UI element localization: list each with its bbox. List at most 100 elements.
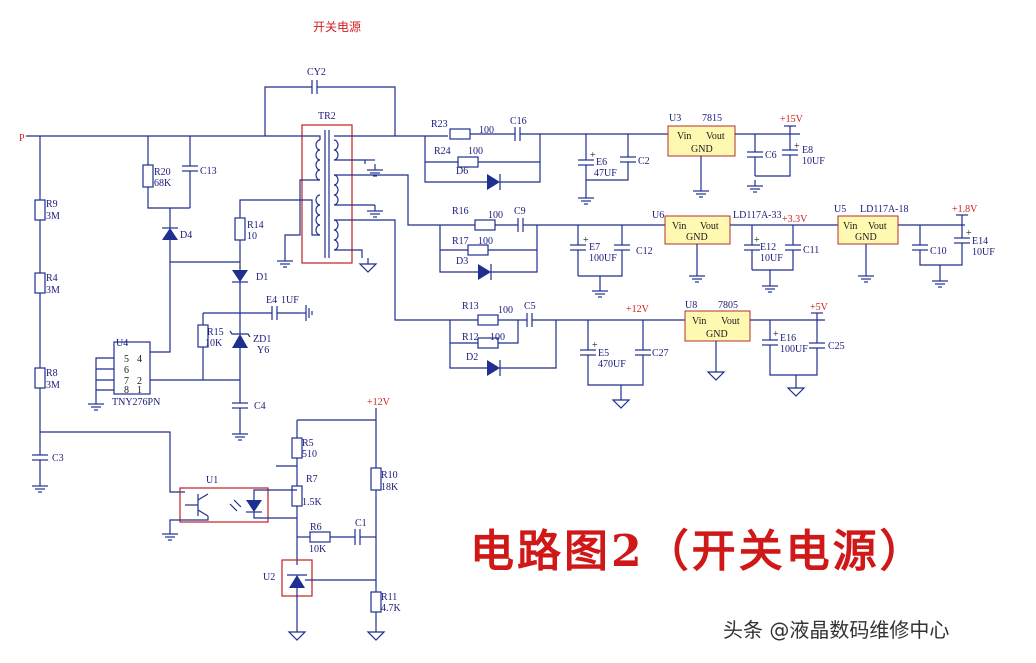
u3-label: U3 (669, 113, 681, 124)
u8-gnd: GND (706, 329, 728, 340)
r5-resistor (291, 437, 303, 459)
u8-vin: Vin (692, 316, 706, 327)
r16-resistor (474, 219, 496, 231)
plus1v8-label: +1.8V (952, 204, 978, 215)
u8-label: U8 (685, 300, 697, 311)
e16-value: 100UF (780, 344, 808, 355)
zd1-zener (232, 334, 248, 348)
d1-label: D1 (256, 272, 268, 283)
r11-resistor (370, 591, 382, 613)
u6-vout: Vout (700, 221, 719, 232)
e12-label: E12 (760, 242, 776, 253)
r15-label: R15 (207, 327, 224, 338)
e7-label: E7 (589, 242, 600, 253)
u8-type: 7805 (718, 300, 738, 311)
u6-label: U6 (652, 210, 664, 221)
e4-label: E4 (266, 295, 277, 306)
e12-value: 10UF (760, 253, 783, 264)
c16-label: C16 (510, 116, 527, 127)
r12-value: 100 (490, 332, 505, 343)
r23-label: R23 (431, 119, 448, 130)
r14-resistor (234, 217, 246, 241)
u4-pin8: 8 (124, 385, 129, 396)
u4-value: TNY276PN (112, 397, 160, 408)
c6-label: C6 (765, 150, 777, 161)
c5-label: C5 (524, 301, 536, 312)
r17-label: R17 (452, 236, 469, 247)
r5-label: R5 (302, 438, 314, 449)
r4-resistor (34, 272, 46, 294)
e14-label: E14 (972, 236, 988, 247)
c9-label: C9 (514, 206, 526, 217)
zd1-value: Y6 (257, 345, 269, 356)
cy2-label: CY2 (307, 67, 326, 78)
r8-label: R8 (46, 368, 58, 379)
e4-value: 1UF (281, 295, 299, 306)
e14-value: 10UF (972, 247, 995, 258)
tr2-label: TR2 (318, 111, 336, 122)
d1-diode (232, 270, 248, 282)
r4-value: 3M (46, 285, 60, 296)
e8-plus: + (794, 141, 800, 152)
r12-label: R12 (462, 332, 479, 343)
u4-chip (113, 341, 151, 395)
r5-value: 510 (302, 449, 317, 460)
r9-value: 3M (46, 211, 60, 222)
d4-label: D4 (180, 230, 192, 241)
u3-gnd: GND (691, 144, 713, 155)
c11-label: C11 (803, 245, 819, 256)
u4-pin7: 7 (124, 376, 129, 387)
u1-label: U1 (206, 475, 218, 486)
r13-resistor (477, 314, 499, 326)
r6-resistor (309, 531, 331, 543)
r24-label: R24 (434, 146, 451, 157)
c2-label: C2 (638, 156, 650, 167)
e8-value: 10UF (802, 156, 825, 167)
d4-diode (162, 228, 178, 240)
r7-label: R7 (306, 474, 318, 485)
r7-value: 1.5K (302, 497, 323, 508)
c27-label: C27 (652, 348, 669, 359)
r9-label: R9 (46, 199, 58, 210)
u5-vout: Vout (868, 221, 887, 232)
d2-diode (487, 360, 500, 376)
input-p-label: P (19, 133, 25, 144)
r14-value: 10 (247, 231, 257, 242)
e8-label: E8 (802, 145, 813, 156)
u5-gnd: GND (855, 232, 877, 243)
e5-label: E5 (598, 348, 609, 359)
e14-plus: + (966, 228, 972, 239)
r17-value: 100 (478, 236, 493, 247)
e6-value: 47UF (594, 168, 617, 179)
u6-type: LD117A-33 (733, 210, 782, 221)
r23-resistor (449, 128, 471, 140)
r4-label: R4 (46, 273, 58, 284)
u1-optocoupler (179, 487, 269, 523)
c25-label: C25 (828, 341, 845, 352)
u6-gnd: GND (686, 232, 708, 243)
r6-value: 10K (309, 544, 327, 555)
u4-pin2: 2 (137, 376, 142, 387)
d2-label: D2 (466, 352, 478, 363)
tr2-transformer (301, 124, 353, 264)
r20-resistor (142, 164, 154, 188)
e16-plus: + (773, 329, 779, 340)
e6-label: E6 (596, 157, 607, 168)
r8-value: 3M (46, 380, 60, 391)
u5-regulator-ld117a-18 (837, 215, 899, 245)
e5-plus: + (592, 340, 598, 351)
r10-value: 18K (381, 482, 399, 493)
u3-regulator-7815 (667, 125, 736, 157)
r6-label: R6 (310, 522, 322, 533)
e7-value: 100UF (589, 253, 617, 264)
r20-value: 68K (154, 178, 172, 189)
r10-label: R10 (381, 470, 398, 481)
c3-label: C3 (52, 453, 64, 464)
u4-pin6: 6 (124, 365, 129, 376)
u2-symbol (289, 575, 305, 588)
r16-value: 100 (488, 210, 503, 221)
e5-value: 470UF (598, 359, 626, 370)
r23-value: 100 (479, 125, 494, 136)
u4-pin1: 1 (137, 385, 142, 396)
